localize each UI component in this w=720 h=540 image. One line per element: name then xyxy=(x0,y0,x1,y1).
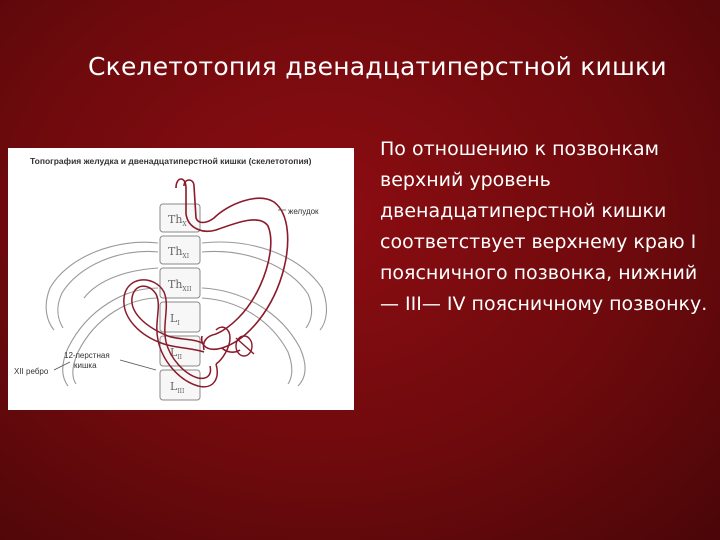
vertebra-label: ThX xyxy=(168,213,187,228)
duodenum-outline xyxy=(123,279,231,388)
rib-label: XII ребро xyxy=(14,367,49,376)
figure-caption: Топография желудка и двенадцатиперстной … xyxy=(30,156,312,166)
vertebra-label: LIII xyxy=(170,380,185,395)
ribs-right xyxy=(201,241,328,387)
slide-body-text: По отношению к позвонкам верхний уровень… xyxy=(380,138,708,315)
vertebra-labels: ThX ThXI ThXII LI LII LIII xyxy=(168,213,192,395)
duodenum-label: 12-перстная xyxy=(64,351,110,360)
stomach-label: желудок xyxy=(288,207,319,216)
callout-lines xyxy=(53,209,286,371)
duodenum-label-2: кишка xyxy=(74,361,97,370)
anatomy-diagram: Топография желудка и двенадцатиперстной … xyxy=(14,156,328,401)
skeletotopy-figure: Топография желудка и двенадцатиперстной … xyxy=(8,148,354,410)
vertebral-column xyxy=(159,203,201,401)
vertebra-label: ThXI xyxy=(168,245,190,260)
slide-title: Скелетотопия двенадцатиперстной кишки xyxy=(88,52,667,81)
vertebra-label: ThXII xyxy=(168,278,192,293)
vertebra-label: LII xyxy=(170,346,183,361)
vertebra-label: LI xyxy=(170,312,180,327)
pylorus xyxy=(235,335,255,357)
ribs-left xyxy=(45,241,159,387)
stomach-outline xyxy=(175,178,289,353)
